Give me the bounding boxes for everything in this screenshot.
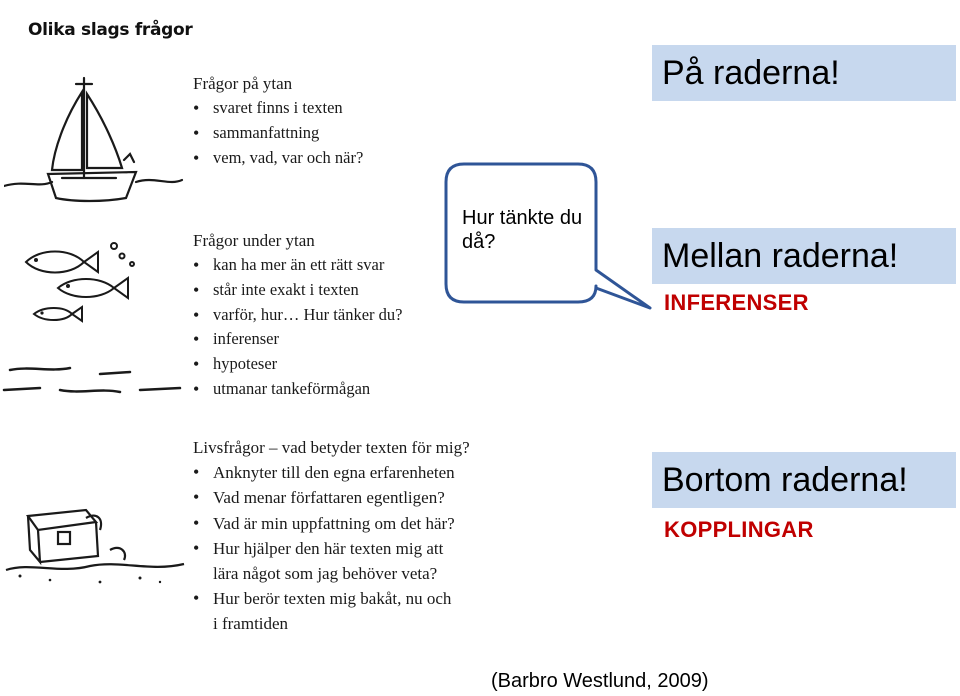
treasure-chest-illustration [5, 508, 185, 584]
between-lines-label: Mellan raderna! [662, 237, 899, 275]
list-item: står inte exakt i texten [193, 278, 402, 303]
list-item: sammanfattning [193, 121, 363, 146]
beyond-lines-box: Bortom raderna! [652, 452, 956, 508]
list-item: inferenser [193, 327, 402, 352]
life-questions: Livsfrågor – vad betyder texten för mig?… [193, 435, 470, 637]
on-lines-box: På raderna! [652, 45, 956, 101]
list-item: Anknyter till den egna erfarenheten [193, 460, 470, 485]
bubble-text: Hur tänkte du då? [462, 207, 583, 253]
list-item: Hur hjälper den här texten mig att [193, 536, 470, 561]
between-lines-box: Mellan raderna! [652, 228, 956, 284]
list-item: hypoteser [193, 352, 402, 377]
on-lines-label: På raderna! [662, 54, 840, 92]
connections-tag: KOPPLINGAR [664, 517, 814, 542]
scanned-page: Olika slags frågor [0, 0, 600, 650]
source-credit: (Barbro Westlund, 2009) [491, 670, 709, 692]
section-heading: Livsfrågor – vad betyder texten för mig? [193, 438, 470, 457]
list-item: utmanar tankeförmågan [193, 377, 402, 402]
section-heading: Frågor på ytan [193, 74, 293, 93]
surface-questions: Frågor på ytan svaret finns i texten sam… [193, 72, 363, 170]
list-item: Vad menar författaren egentligen? [193, 485, 470, 510]
list-item: Hur berör texten mig bakåt, nu och [193, 586, 470, 611]
fish-illustration [24, 242, 135, 323]
water-line [2, 366, 182, 394]
list-item-continuation: lära något som jag behöver veta? [213, 564, 438, 584]
list-item-continuation: i framtiden [213, 614, 289, 634]
list-item: svaret finns i texten [193, 96, 363, 121]
list-item: Vad är min uppfattning om det här? [193, 511, 470, 536]
list-item: kan ha mer än ett rätt svar [193, 253, 402, 278]
under-surface-questions: Frågor under ytan kan ha mer än ett rätt… [193, 229, 402, 402]
beyond-lines-label: Bortom raderna! [662, 461, 908, 499]
speech-bubble [444, 162, 652, 310]
inferences-tag: INFERENSER [664, 290, 809, 315]
list-item: vem, vad, var och när? [193, 146, 363, 171]
section-heading: Frågor under ytan [193, 231, 315, 250]
sailboat-illustration [4, 76, 184, 203]
list-item: varför, hur… Hur tänker du? [193, 303, 402, 328]
scan-title: Olika slags frågor [28, 20, 193, 40]
